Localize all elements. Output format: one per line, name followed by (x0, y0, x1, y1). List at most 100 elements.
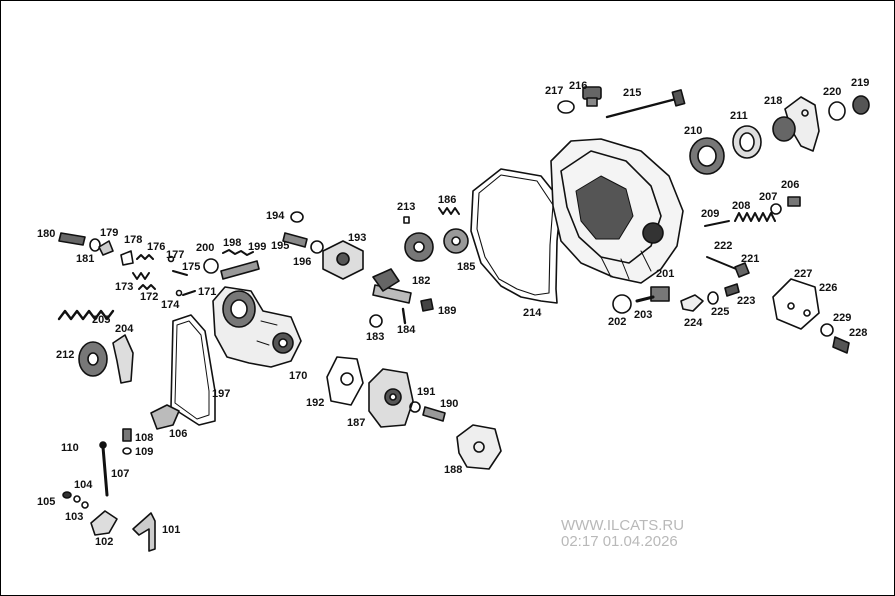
label-207: 207 (759, 191, 778, 203)
label-210: 210 (684, 125, 703, 137)
label-102: 102 (95, 536, 114, 548)
label-209: 209 (701, 208, 720, 220)
label-222: 222 (714, 240, 733, 252)
label-181: 181 (76, 253, 95, 265)
part-103-washer (81, 501, 89, 509)
part-197-gasket (170, 314, 216, 426)
label-194: 194 (266, 210, 285, 222)
part-217-ring (557, 100, 575, 114)
label-178: 178 (124, 234, 143, 246)
label-201: 201 (656, 268, 675, 280)
label-192: 192 (306, 397, 325, 409)
part-218-flange (772, 96, 820, 152)
part-204-lever (112, 334, 134, 384)
part-213-pin (403, 216, 410, 224)
label-202: 202 (608, 316, 627, 328)
label-105: 105 (37, 496, 56, 508)
part-182-shaft (372, 268, 412, 304)
label-220: 220 (823, 86, 842, 98)
label-216: 216 (569, 80, 588, 92)
part-196-ring (310, 240, 324, 254)
part-228-bolt (832, 336, 850, 354)
part-219-nut (852, 95, 870, 115)
label-109: 109 (135, 446, 154, 458)
part-198-spring (222, 249, 254, 256)
part-221-fitting (734, 262, 750, 278)
part-185-gear (443, 228, 469, 254)
label-171: 171 (198, 286, 217, 298)
label-200: 200 (196, 242, 215, 254)
label-196: 196 (293, 256, 312, 268)
part-227-cover (772, 278, 820, 330)
label-182: 182 (412, 275, 431, 287)
label-225: 225 (711, 306, 730, 318)
part-179-bracket (98, 240, 114, 256)
label-107: 107 (111, 468, 130, 480)
label-215: 215 (623, 87, 642, 99)
label-204: 204 (115, 323, 134, 335)
label-197: 197 (212, 388, 231, 400)
part-188-cover (456, 424, 502, 470)
label-195: 195 (271, 240, 290, 252)
label-101: 101 (162, 524, 181, 536)
part-178-clip (120, 250, 134, 266)
label-103: 103 (65, 511, 84, 523)
label-206: 206 (781, 179, 800, 191)
part-180-bolt (58, 232, 86, 246)
part-200-ring (203, 258, 219, 274)
part-193-housing (322, 240, 364, 280)
label-228: 228 (849, 327, 868, 339)
part-186-spring (438, 207, 460, 215)
part-199-bolt (220, 260, 260, 280)
part-177-ball (167, 255, 175, 263)
label-229: 229 (833, 312, 852, 324)
label-177: 177 (166, 249, 185, 261)
label-184: 184 (397, 324, 416, 336)
part-192-gasket (326, 356, 364, 406)
part-189-bush (420, 298, 434, 312)
part-212-gear (78, 341, 108, 377)
part-207-ring (770, 203, 782, 215)
label-199: 199 (248, 241, 267, 253)
part-172-spring (138, 284, 156, 290)
part-181-washer (89, 238, 101, 252)
part-105-nut (62, 491, 72, 499)
label-217: 217 (545, 85, 564, 97)
part-182-gear (404, 232, 434, 262)
part-224-fitting (680, 294, 704, 312)
part-195-bolt (282, 232, 308, 248)
label-175: 175 (182, 261, 201, 273)
label-227: 227 (794, 268, 813, 280)
part-109-ring (122, 447, 132, 455)
label-221: 221 (741, 253, 760, 265)
label-208: 208 (732, 200, 751, 212)
part-211-bearing (732, 125, 762, 159)
label-173: 173 (115, 281, 134, 293)
label-179: 179 (100, 227, 119, 239)
part-190-bolt (422, 406, 446, 422)
label-108: 108 (135, 432, 154, 444)
label-214: 214 (523, 307, 542, 319)
part-194-ring (290, 211, 304, 223)
part-173-spring (132, 272, 150, 280)
part-220-ring (828, 101, 846, 121)
part-201-bolt (635, 286, 670, 303)
part-206-plug (787, 196, 801, 207)
label-183: 183 (366, 331, 385, 343)
part-191-ring (409, 401, 421, 413)
part-225-ring (707, 291, 719, 305)
part-104-washer (73, 495, 81, 503)
watermark-timestamp: 02:17 01.04.2026 (561, 533, 678, 550)
part-107-rod (101, 445, 109, 497)
label-170: 170 (289, 370, 308, 382)
label-193: 193 (348, 232, 367, 244)
watermark-site: WWW.ILCATS.RU (561, 517, 685, 534)
label-188: 188 (444, 464, 463, 476)
part-171-pin (182, 290, 196, 296)
label-106: 106 (169, 428, 188, 440)
label-191: 191 (417, 386, 436, 398)
part-102-bracket (90, 510, 118, 536)
label-104: 104 (74, 479, 93, 491)
